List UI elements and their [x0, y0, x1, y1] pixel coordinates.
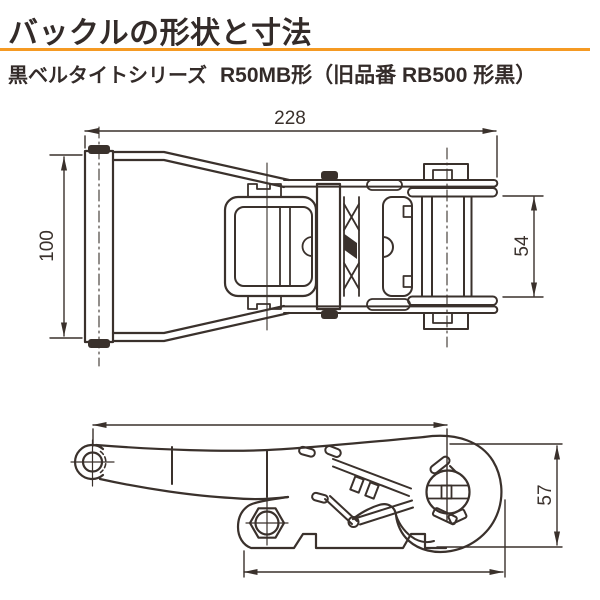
buckle-side-view: 57 — [70, 421, 563, 578]
drum-end — [425, 455, 471, 526]
handle-arms — [111, 150, 291, 343]
buckle-top-view: 228 100 54 — [37, 108, 544, 367]
dimension-100 — [49, 154, 83, 339]
dimension-bottom-span — [243, 499, 506, 578]
dim-label-100: 100 — [37, 230, 58, 262]
spindle-bar — [315, 171, 342, 319]
ratchet-head — [351, 434, 503, 554]
dim-label-57: 57 — [535, 484, 556, 505]
hex-bolt — [245, 500, 289, 546]
page-title: バックルの形状と寸法 — [8, 17, 313, 50]
subtitle: 黒ベルタイトシリーズ R50MB形（旧品番 RB500 形黒） — [8, 59, 536, 89]
series-name: 黒ベルタイトシリーズ — [8, 65, 207, 87]
pawl-channel — [343, 196, 360, 297]
lever-arm — [94, 435, 426, 501]
dimension-54 — [502, 195, 544, 298]
dimension-228 — [84, 127, 498, 178]
model-number: R50MB形（旧品番 RB500 形黒） — [220, 64, 537, 87]
centerlines — [98, 126, 448, 367]
base-plate — [236, 495, 448, 550]
side-plates — [283, 179, 499, 314]
dim-label-228: 228 — [274, 108, 306, 129]
release-frame — [366, 179, 413, 311]
drum — [407, 163, 498, 330]
pawl-rack — [298, 445, 468, 528]
dimension-57 — [436, 443, 563, 548]
dimension-top-span — [92, 421, 448, 521]
dim-label-54: 54 — [512, 235, 533, 257]
ratchet-frame — [223, 183, 318, 310]
webbing-end-bar — [83, 145, 115, 348]
title-accent-rule — [0, 48, 590, 51]
